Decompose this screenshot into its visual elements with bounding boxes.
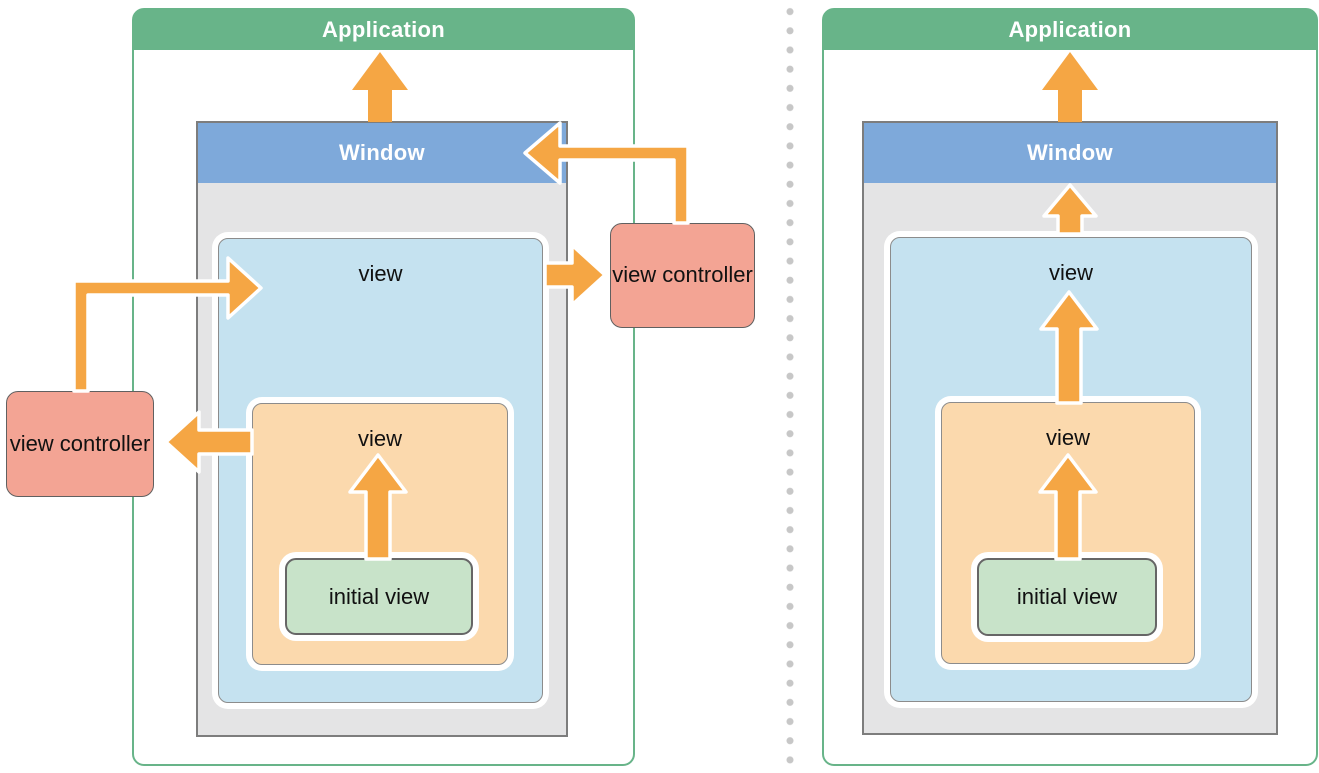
right-initial-view-label: initial view bbox=[1016, 584, 1118, 609]
left-view-controller-right: view controller bbox=[610, 223, 755, 328]
left-initial-view: initial view bbox=[285, 558, 473, 635]
left-window-header: Window bbox=[198, 123, 566, 183]
left-application-header: Application bbox=[133, 9, 634, 50]
left-subview-label: view bbox=[357, 426, 402, 451]
right-application-header: Application bbox=[823, 9, 1317, 50]
left-application-label: Application bbox=[321, 17, 446, 42]
left-root-view-label: view bbox=[358, 261, 403, 286]
dotted-divider bbox=[785, 2, 795, 773]
right-window-label: Window bbox=[1027, 140, 1113, 165]
right-initial-view: initial view bbox=[977, 558, 1157, 636]
left-view-controller-left-label: view controller bbox=[9, 430, 151, 456]
left-view-controller-left: view controller bbox=[6, 391, 154, 497]
right-application-label: Application bbox=[1008, 17, 1132, 42]
right-subview-label: view bbox=[1045, 425, 1090, 450]
right-root-view-label: view bbox=[1048, 260, 1093, 285]
left-window-label: Window bbox=[339, 140, 425, 165]
right-window-header: Window bbox=[864, 123, 1276, 183]
left-view-controller-right-label: view controller bbox=[612, 262, 753, 288]
left-initial-view-label: initial view bbox=[328, 583, 430, 609]
